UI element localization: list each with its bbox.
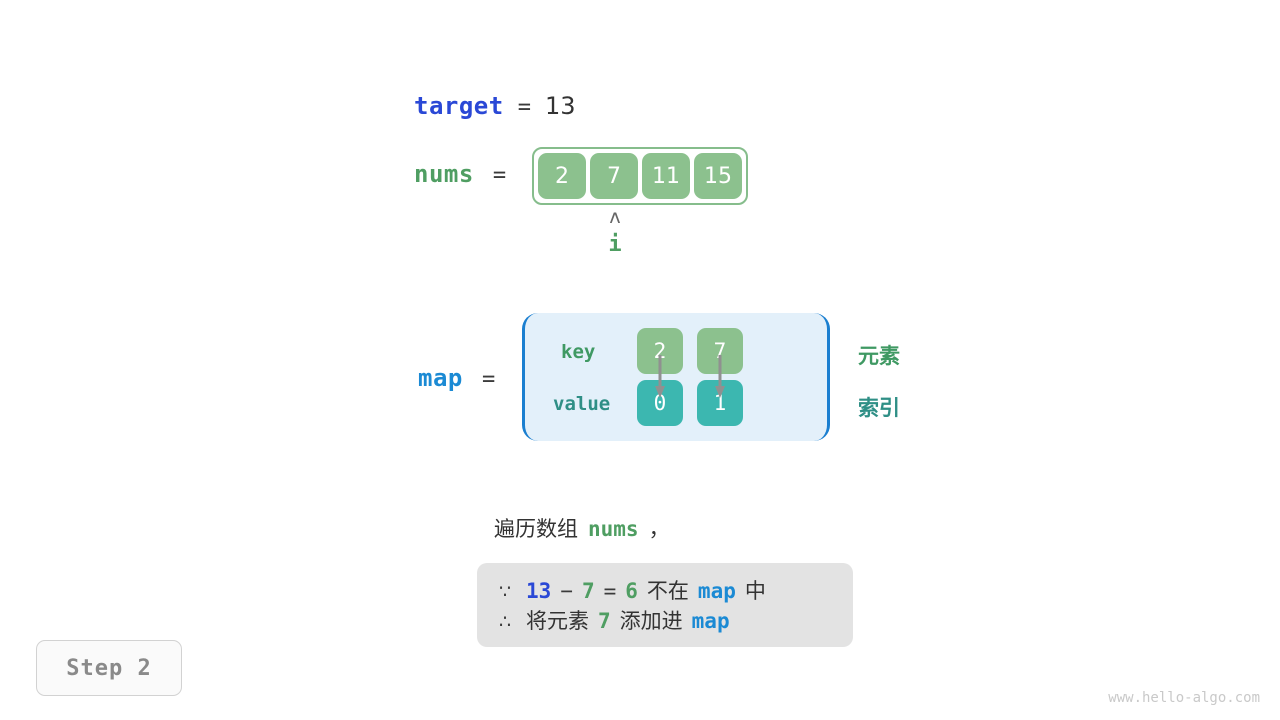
- note-complement-value: 6: [625, 579, 638, 603]
- note-minus-sign: −: [560, 579, 573, 603]
- pointer-caret-icon: ʌ: [609, 206, 621, 228]
- array-cell: 2: [538, 153, 586, 199]
- explanation-box: ∵ 13 − 7 = 6 不在 map 中 ∴ 将元素 7 添加进 map: [477, 563, 853, 647]
- note-map-reference: map: [691, 609, 730, 633]
- target-value: 13: [544, 92, 576, 120]
- note-current-element: 7: [581, 579, 595, 603]
- caption-variable: nums: [588, 517, 639, 541]
- note-add-element-text: 将元素: [526, 609, 589, 633]
- watermark: www.hello-algo.com: [1108, 690, 1260, 706]
- caption: 遍历数组 nums ，: [494, 513, 670, 543]
- step-badge: Step 2: [36, 640, 182, 696]
- map-variable-name: map: [418, 364, 463, 392]
- map-declaration: map =: [418, 364, 495, 392]
- key-to-value-arrow-icon: [655, 355, 665, 398]
- target-declaration: target = 13: [414, 92, 576, 120]
- map-value-cell: 0: [637, 380, 683, 426]
- caption-prefix: 遍历数组: [494, 517, 578, 541]
- pointer-label-i: i: [608, 232, 622, 257]
- note-not-in-text: 不在: [646, 579, 689, 603]
- note-equals-sign: =: [603, 579, 617, 603]
- note-added-element: 7: [598, 609, 611, 633]
- array-cell: 11: [642, 153, 690, 199]
- map-row-label-key: key: [561, 341, 596, 363]
- nums-array: 2 7 11 15: [532, 147, 748, 205]
- note-in-particle: 中: [744, 579, 766, 603]
- map-side-label-index: 索引: [858, 396, 900, 420]
- target-variable-name: target: [414, 92, 504, 120]
- explanation-line-1: ∵ 13 − 7 = 6 不在 map 中: [499, 575, 831, 605]
- key-to-value-arrow-icon: [715, 355, 725, 398]
- array-cell: 15: [694, 153, 742, 199]
- map-equals-sign: =: [481, 367, 496, 392]
- map-container: key value 2 7 0 1: [522, 313, 830, 441]
- note-target-value: 13: [526, 579, 552, 603]
- therefore-symbol: ∴: [499, 611, 512, 633]
- because-symbol: ∵: [499, 581, 512, 603]
- explanation-line-2: ∴ 将元素 7 添加进 map: [499, 605, 831, 635]
- map-grid: key value 2 7 0 1: [525, 313, 827, 441]
- note-add-into-text: 添加进: [619, 609, 683, 633]
- note-map-reference: map: [697, 579, 736, 603]
- target-equals-sign: =: [517, 95, 531, 120]
- map-side-label-element: 元素: [858, 344, 900, 368]
- caption-suffix: ，: [648, 517, 670, 541]
- map-row-label-value: value: [553, 393, 611, 415]
- nums-declaration: nums =: [414, 160, 506, 188]
- array-cell: 7: [590, 153, 638, 199]
- nums-variable-name: nums: [414, 160, 474, 188]
- map-value-cell: 1: [697, 380, 743, 426]
- nums-equals-sign: =: [492, 163, 507, 188]
